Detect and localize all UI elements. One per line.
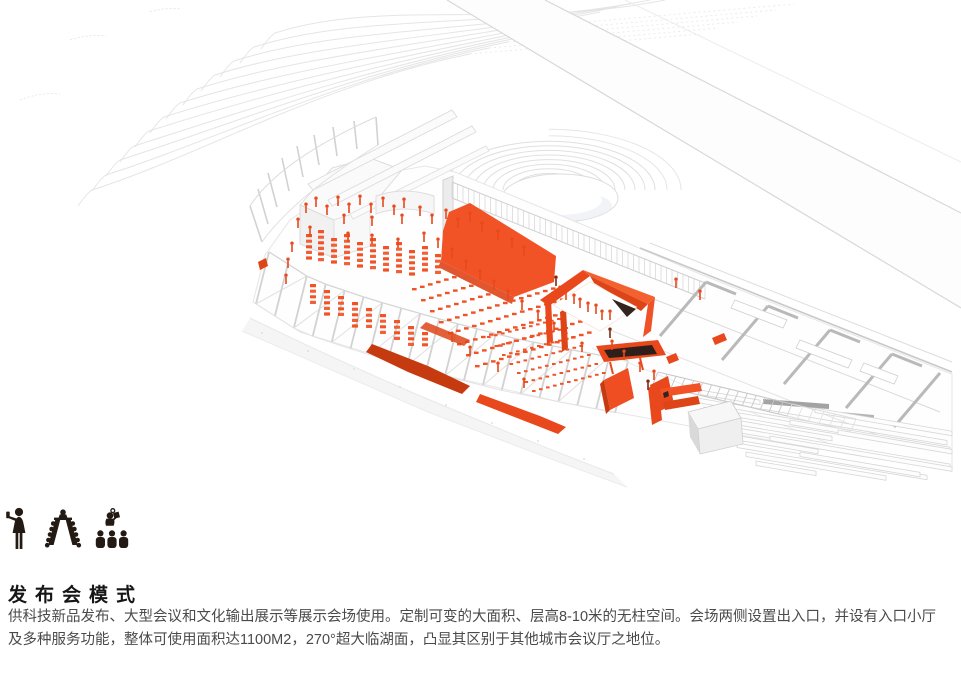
boardwalk	[652, 371, 953, 481]
speaker-audience-icon	[95, 508, 129, 548]
presenter-figure-icon	[6, 507, 26, 549]
section-paragraph: 供科技新品发布、大型会议和文化输出展示等展示会场使用。定制可变的大面积、层高8-…	[8, 609, 937, 648]
runway-audience-icon	[44, 509, 82, 548]
section-title: 发布会模式	[8, 585, 144, 606]
axonometric-diagram	[19, 0, 961, 488]
orange-panels	[596, 333, 727, 425]
roof-band	[446, 0, 961, 309]
legend-icons	[5, 507, 129, 549]
orange-ramps	[258, 258, 566, 434]
audience-figures	[284, 194, 702, 390]
hall-structures	[299, 109, 706, 300]
